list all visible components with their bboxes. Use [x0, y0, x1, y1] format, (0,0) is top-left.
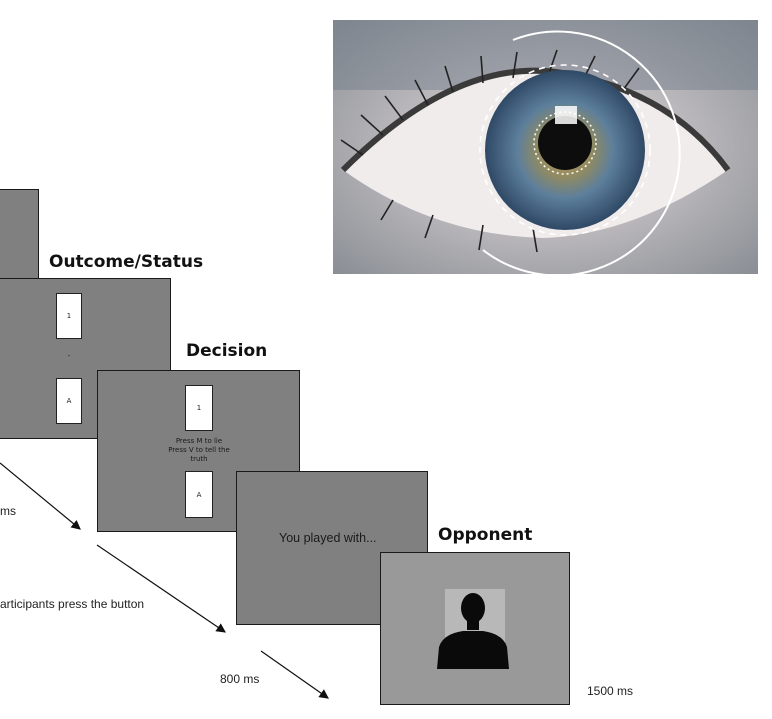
person-silhouette-icon [437, 593, 509, 669]
timing-1500: 1500 ms [587, 684, 634, 698]
decision-label: Decision [186, 341, 268, 361]
outcome-bottom-card: A [56, 378, 82, 424]
time-arrow-1 [0, 462, 81, 530]
decision-bottom-card: A [185, 471, 213, 518]
intro-message: You played with... [279, 531, 377, 545]
decision-top-card: 1 [185, 385, 213, 431]
timing-participants: articipants press the button [0, 597, 145, 611]
opponent-screen [380, 552, 570, 705]
outcome-separator: - [67, 352, 71, 360]
decision-instruction: Press M to lie Press V to tell the truth [168, 437, 230, 463]
outcome-label: Outcome/Status [49, 252, 204, 272]
fixation-screen [0, 189, 39, 279]
time-arrow-3 [260, 650, 329, 699]
opponent-label: Opponent [438, 525, 533, 545]
outcome-top-card: 1 [56, 293, 82, 339]
silhouette-frame [437, 589, 509, 669]
timing-ms-partial: ms [0, 504, 16, 518]
eye-tracking-photo [333, 20, 758, 274]
time-arrow-2 [96, 544, 226, 633]
timing-800: 800 ms [220, 672, 260, 686]
